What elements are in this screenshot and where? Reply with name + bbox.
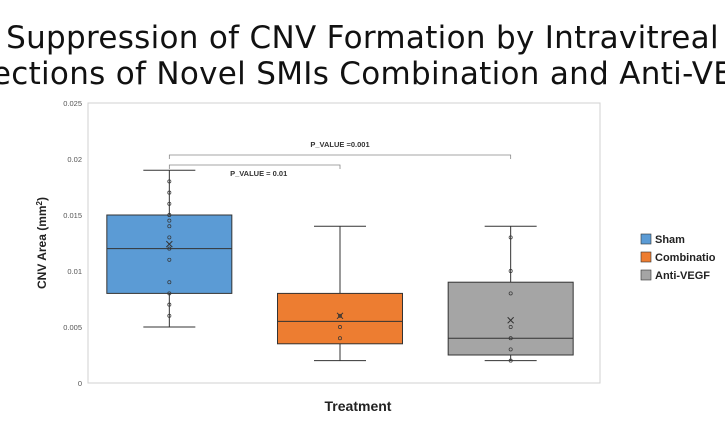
legend-label: Anti-VEGF [655, 270, 710, 282]
y-tick-label: 0.015 [63, 211, 82, 220]
box-sham [106, 169, 233, 328]
data-point [167, 280, 172, 285]
legend-item: Anti-VEGF [640, 269, 710, 282]
bracket-line [168, 164, 341, 169]
data-point [167, 235, 172, 240]
data-point [508, 325, 513, 329]
p-value-label: P_VALUE =0.001 [310, 140, 369, 149]
mean-marker [336, 312, 344, 320]
data-point [508, 291, 513, 296]
y-tick-label: 0.025 [63, 99, 82, 108]
y-tick-label: 0 [78, 379, 82, 388]
data-point [167, 224, 172, 229]
legend-label: Sham [655, 234, 685, 246]
data-point [167, 190, 172, 195]
legend-swatch [640, 251, 652, 263]
data-point [167, 213, 172, 217]
bracket-line [168, 154, 512, 159]
mean-marker [165, 240, 173, 248]
data-point [167, 179, 172, 184]
data-point [167, 201, 172, 206]
y-tick-label: 0.01 [67, 267, 82, 276]
data-point [167, 257, 172, 262]
data-point [338, 336, 342, 341]
mean-marker [507, 316, 515, 324]
legend-item: Combinatio [640, 251, 716, 264]
data-point [338, 325, 342, 329]
data-point [508, 269, 513, 273]
legend-item: Sham [640, 233, 685, 246]
data-point [508, 235, 513, 240]
data-point [167, 302, 172, 307]
plot-area-border [87, 102, 601, 384]
data-point [508, 347, 513, 352]
iqr-box [277, 292, 403, 345]
box-anti-vegf [447, 225, 574, 363]
significance-bracket: P_VALUE =0.001 [168, 140, 512, 159]
chart-title-line-1: Suppression of CNV Formation by Intravit… [6, 20, 719, 56]
data-point [167, 291, 172, 296]
iqr-box [106, 214, 233, 294]
p-value-label: P_VALUE = 0.01 [230, 169, 287, 178]
data-point [508, 336, 513, 341]
x-axis-label: Treatment [325, 398, 392, 414]
legend-swatch [640, 269, 652, 281]
box-combination [277, 225, 403, 362]
legend-swatch [640, 233, 652, 245]
data-point [167, 246, 172, 251]
significance-bracket: P_VALUE = 0.01 [168, 164, 341, 178]
data-point [167, 313, 172, 318]
data-point [338, 313, 342, 318]
data-point [167, 218, 172, 223]
legend-label: Combinatio [655, 252, 716, 264]
y-axis-label: CNV Area (mm2) [35, 197, 50, 289]
y-tick-label: 0.02 [67, 155, 82, 164]
y-tick-label: 0.005 [63, 323, 82, 332]
chart-title-line-2: ections of Novel SMIs Combination and An… [0, 56, 725, 92]
iqr-box [447, 281, 574, 356]
data-point [508, 358, 513, 363]
